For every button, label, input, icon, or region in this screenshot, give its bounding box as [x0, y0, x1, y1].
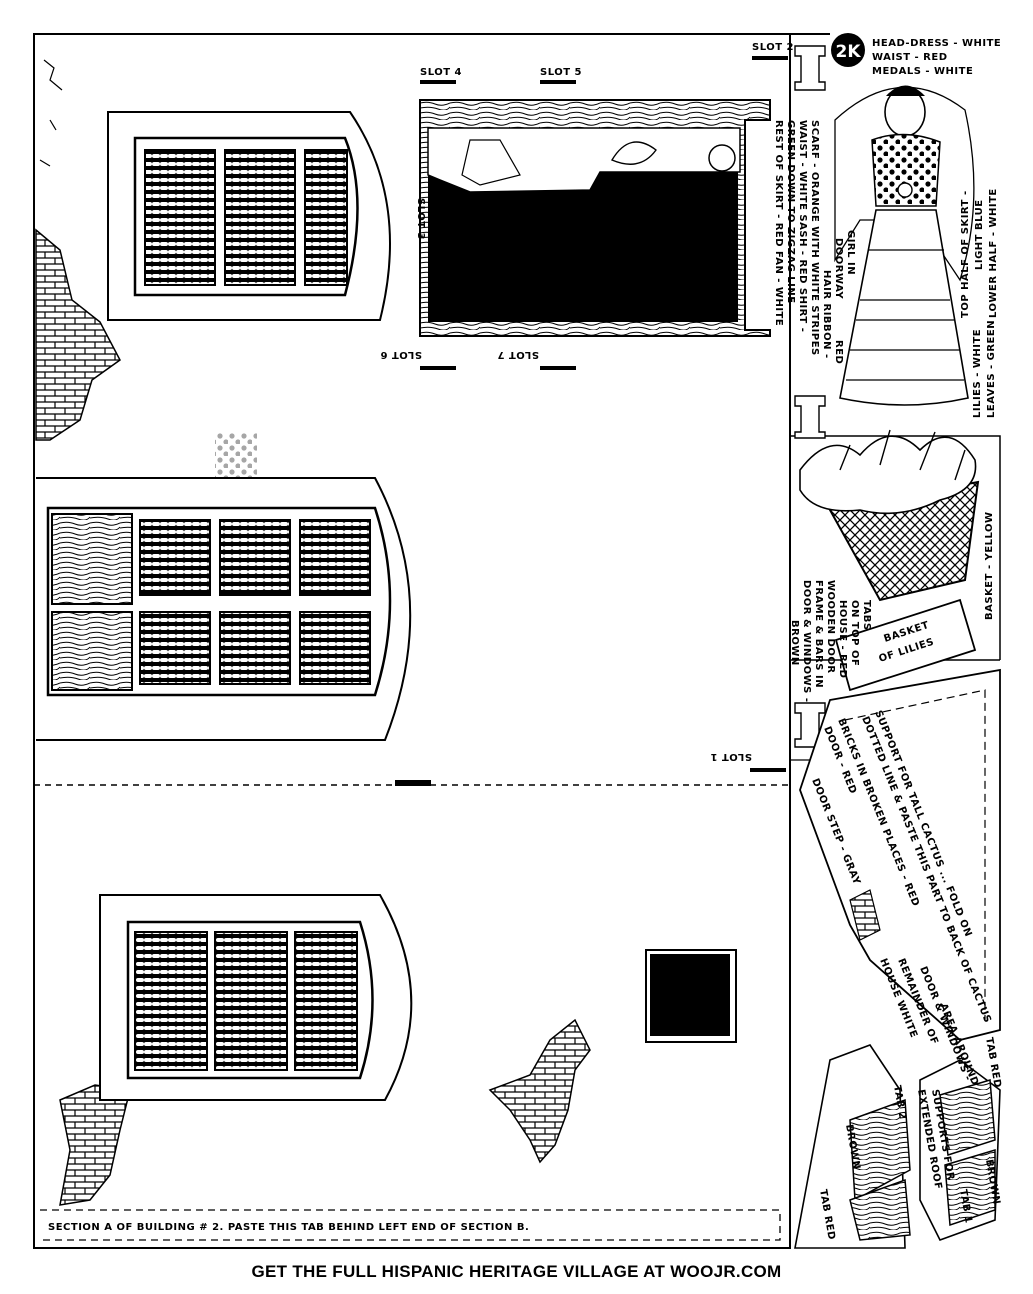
- girl-note-line7: GREEN DOWN TO ZIGZAG LINE: [785, 120, 796, 304]
- girl-note-line6: WAIST - WHITE SASH - RED SHIRT -: [797, 120, 808, 332]
- tabs-note-line6: DOOR & WINDOWS -: [801, 580, 812, 702]
- color-note-line2: WAIST - RED: [872, 52, 948, 63]
- girl-note-line1: GIRL IN: [845, 230, 856, 275]
- footer-text: GET THE FULL HISPANIC HERITAGE VILLAGE A…: [251, 1262, 782, 1281]
- small-square-window: [645, 949, 737, 1043]
- lilies-note-line2: LEAVES - GREEN: [986, 320, 997, 418]
- slot-5-label: SLOT 5: [540, 67, 582, 78]
- roof-support-tabs: [794, 1044, 1001, 1249]
- window-upper-left: [107, 111, 391, 321]
- broken-wall-bricks: [35, 59, 591, 1206]
- basket-note: BASKET - YELLOW: [984, 511, 995, 620]
- slot-3-label: SLOT 3: [415, 198, 426, 240]
- color-note-line1: HEAD-DRESS - WHITE: [872, 38, 1001, 49]
- window-lower-left: [99, 894, 413, 1101]
- skirt-note-line3: LOWER HALF - WHITE: [988, 188, 999, 318]
- girl-figure: [834, 85, 975, 406]
- skirt-note-line2: LIGHT BLUE: [974, 199, 985, 270]
- window-middle-left: [36, 477, 412, 741]
- basket-of-lilies: [799, 429, 980, 602]
- skirt-note-line1: TOP HALF OF SKIRT -: [960, 190, 971, 318]
- badge-2k: 2K: [831, 33, 865, 67]
- slot-1-label: SLOT 1: [710, 751, 752, 762]
- tabs-note-line4: WOODEN DOOR: [825, 580, 836, 674]
- girl-note-line5: SCARF - ORANGE WITH WHITE STRIPES: [809, 120, 820, 356]
- tabs-note-line5: FRAME & BARS IN: [813, 580, 824, 688]
- lilies-note-line1: LILIES - WHITE: [972, 329, 983, 418]
- color-note-line3: MEDALS - WHITE: [872, 66, 973, 77]
- girl-note-line4: RED: [833, 340, 844, 364]
- badge-label: 2K: [835, 42, 861, 62]
- slot-6-label: SLOT 6: [380, 349, 422, 360]
- slot-2-label: SLOT 2: [752, 42, 794, 53]
- pillar-caps: [794, 45, 826, 748]
- basket-label-box: BASKET OF LILIES: [834, 598, 977, 692]
- girl-note-line2: DOORWAY: [833, 238, 844, 299]
- tabs-note-line3: HOUSE - RED: [837, 600, 848, 678]
- slot-4-label: SLOT 4: [420, 67, 462, 78]
- tabs-note-line7: BROWN: [789, 620, 800, 666]
- girl-note-line3: HAIR RIBBON -: [821, 270, 832, 359]
- slot-7-label: SLOT 7: [497, 349, 539, 360]
- slot-markers: [420, 56, 788, 772]
- section-caption: SECTION A OF BUILDING # 2. PASTE THIS TA…: [48, 1222, 529, 1233]
- girl-note-line8: REST OF SKIRT - RED FAN - WHITE: [773, 120, 784, 326]
- cactus-support-flap: [799, 668, 1001, 1041]
- tabs-note-line2: ON TOP OF: [849, 600, 860, 666]
- tabs-note-line1: TABS: [861, 600, 872, 631]
- doorway-with-girl: [419, 99, 771, 337]
